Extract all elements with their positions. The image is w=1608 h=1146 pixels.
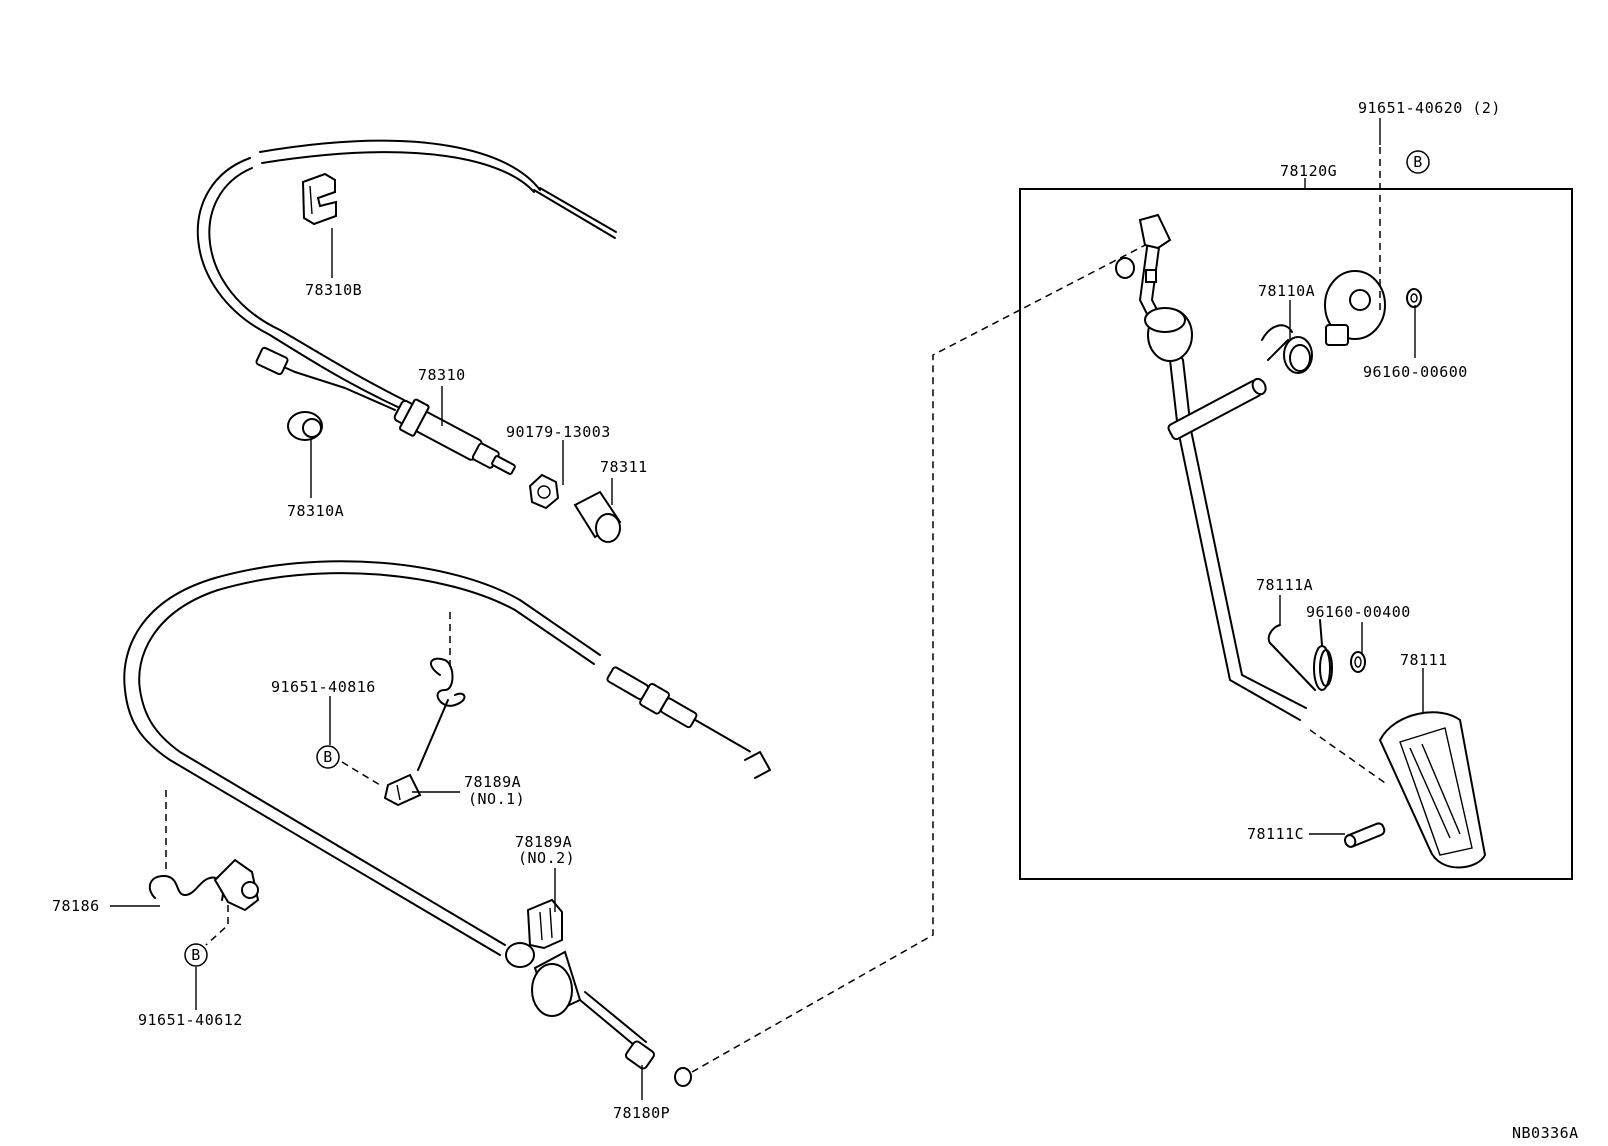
lower-cable-adjuster: [606, 666, 751, 753]
pedal-shaft: [1167, 377, 1267, 441]
callout-78189A-no2: 78189A: [515, 833, 572, 851]
callout-78180P: 78180P: [613, 1104, 670, 1122]
callout-96160-00600: 96160-00600: [1363, 363, 1468, 381]
svg-text:B: B: [1413, 153, 1423, 171]
callout-78189A-no1-note: (NO.1): [468, 790, 525, 808]
pedal-assembly: [1115, 147, 1487, 869]
pedal-bushing: [1115, 257, 1135, 279]
svg-text:B: B: [323, 748, 333, 766]
callout-78110A: 78110A: [1258, 282, 1315, 300]
lower-cable-top: [214, 560, 601, 656]
cable-end-hook: [744, 751, 771, 779]
left-dashed-connectors: [165, 239, 1156, 1073]
upper-cable-wire: [533, 189, 616, 239]
upper-cable-top: [259, 139, 541, 191]
torsion-spring-78110A: [1261, 324, 1313, 374]
e-ring-96160-00600: [1406, 288, 1422, 308]
upper-cable-loop: [196, 157, 401, 409]
pin-78111C: [1344, 822, 1386, 848]
callout-78111A: 78111A: [1256, 576, 1313, 594]
callout-78310A: 78310A: [287, 502, 344, 520]
cable-adjuster-78310: [393, 398, 516, 475]
callout-78120G: 78120G: [1280, 162, 1337, 180]
callout-78111C: 78111C: [1247, 825, 1304, 843]
spring-clip-78189A-no1: [383, 657, 466, 807]
leader-lines: [110, 118, 1424, 1100]
callout-91651-40612: 91651-40612: [138, 1011, 243, 1029]
clip-78310B: [301, 172, 337, 226]
cable-end-ball: [674, 1067, 692, 1087]
callout-78310: 78310: [418, 366, 466, 384]
callout-78189A-no2-note: (NO.2): [518, 849, 575, 867]
pedal-pad-78111: [1378, 711, 1487, 869]
ref-marker-b-mid: B: [316, 745, 340, 769]
callout-78311: 78311: [600, 458, 648, 476]
callout-78186: 78186: [52, 897, 100, 915]
bracket-78186: [148, 858, 260, 912]
callout-96160-00400: 96160-00400: [1306, 603, 1411, 621]
pedal-assembly-frame: [1019, 188, 1573, 880]
clip-78189A-no2: [526, 898, 563, 950]
svg-text:B: B: [191, 946, 201, 964]
diagram-code: NB0336A: [1512, 1124, 1579, 1142]
callout-91651-40620: 91651-40620 (2): [1358, 99, 1501, 117]
pedal-stopper: [1144, 307, 1193, 362]
callout-91651-40816: 91651-40816: [271, 678, 376, 696]
lower-cable-assembly: [123, 560, 771, 1087]
return-spring-78111A: [1267, 619, 1333, 691]
callout-90179-13003: 90179-13003: [506, 423, 611, 441]
grommet-78310A: [287, 411, 323, 441]
lower-cable-boot: [505, 942, 582, 1017]
callout-78111: 78111: [1400, 651, 1448, 669]
ref-marker-b-bottom: B: [184, 943, 208, 967]
nut-90179-13003: [528, 473, 560, 510]
cable-end-78180P: [625, 1040, 655, 1070]
e-ring-96160-00400: [1350, 651, 1366, 673]
callout-78189A-no1: 78189A: [464, 773, 521, 791]
connector-plug: [255, 346, 289, 376]
lower-cable-loop: [123, 577, 501, 956]
lower-cable-wire: [579, 999, 641, 1051]
pedal-arm-hook: [1138, 213, 1172, 250]
pedal-bracket: [1324, 270, 1386, 346]
upper-cable-assembly: [196, 139, 622, 543]
ref-marker-b-top: B: [1406, 150, 1430, 174]
callout-78310B: 78310B: [305, 281, 362, 299]
cap-78311: [573, 490, 622, 543]
